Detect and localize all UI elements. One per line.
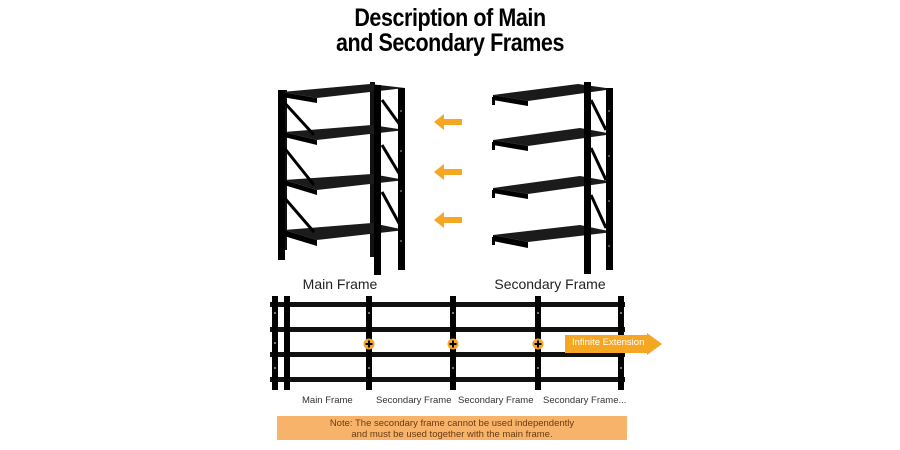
main-frame-image <box>278 82 405 275</box>
secondary-frame-caption: Secondary Frame <box>494 276 606 292</box>
plus-icon <box>447 338 459 350</box>
unit-label-secondary-3: Secondary Frame... <box>543 395 627 406</box>
page-title: Description of Main and Secondary Frames <box>278 6 622 56</box>
note-line-2: and must be used together with the main … <box>351 429 553 440</box>
arrow-left-icon <box>434 212 462 228</box>
arrow-left-icon <box>434 114 462 130</box>
secondary-frame-image <box>492 82 613 274</box>
note-banner: Note: The secondary frame cannot be used… <box>277 416 627 440</box>
note-line-1: Note: The secondary frame cannot be used… <box>329 418 575 429</box>
plus-icon <box>532 338 544 350</box>
main-frame-caption: Main Frame <box>302 276 378 292</box>
infinite-extension-arrow-icon <box>565 333 662 355</box>
title-line-1: Description of Main <box>354 4 546 32</box>
unit-label-secondary-2: Secondary Frame <box>458 395 534 406</box>
arrow-left-icon <box>434 164 462 180</box>
infinite-extension-label: Infinite Extension <box>572 337 645 348</box>
title-line-2: and Secondary Frames <box>335 29 565 57</box>
unit-label-secondary-1: Secondary Frame <box>376 395 452 406</box>
plus-icon <box>363 338 375 350</box>
unit-label-main: Main Frame <box>302 395 353 406</box>
